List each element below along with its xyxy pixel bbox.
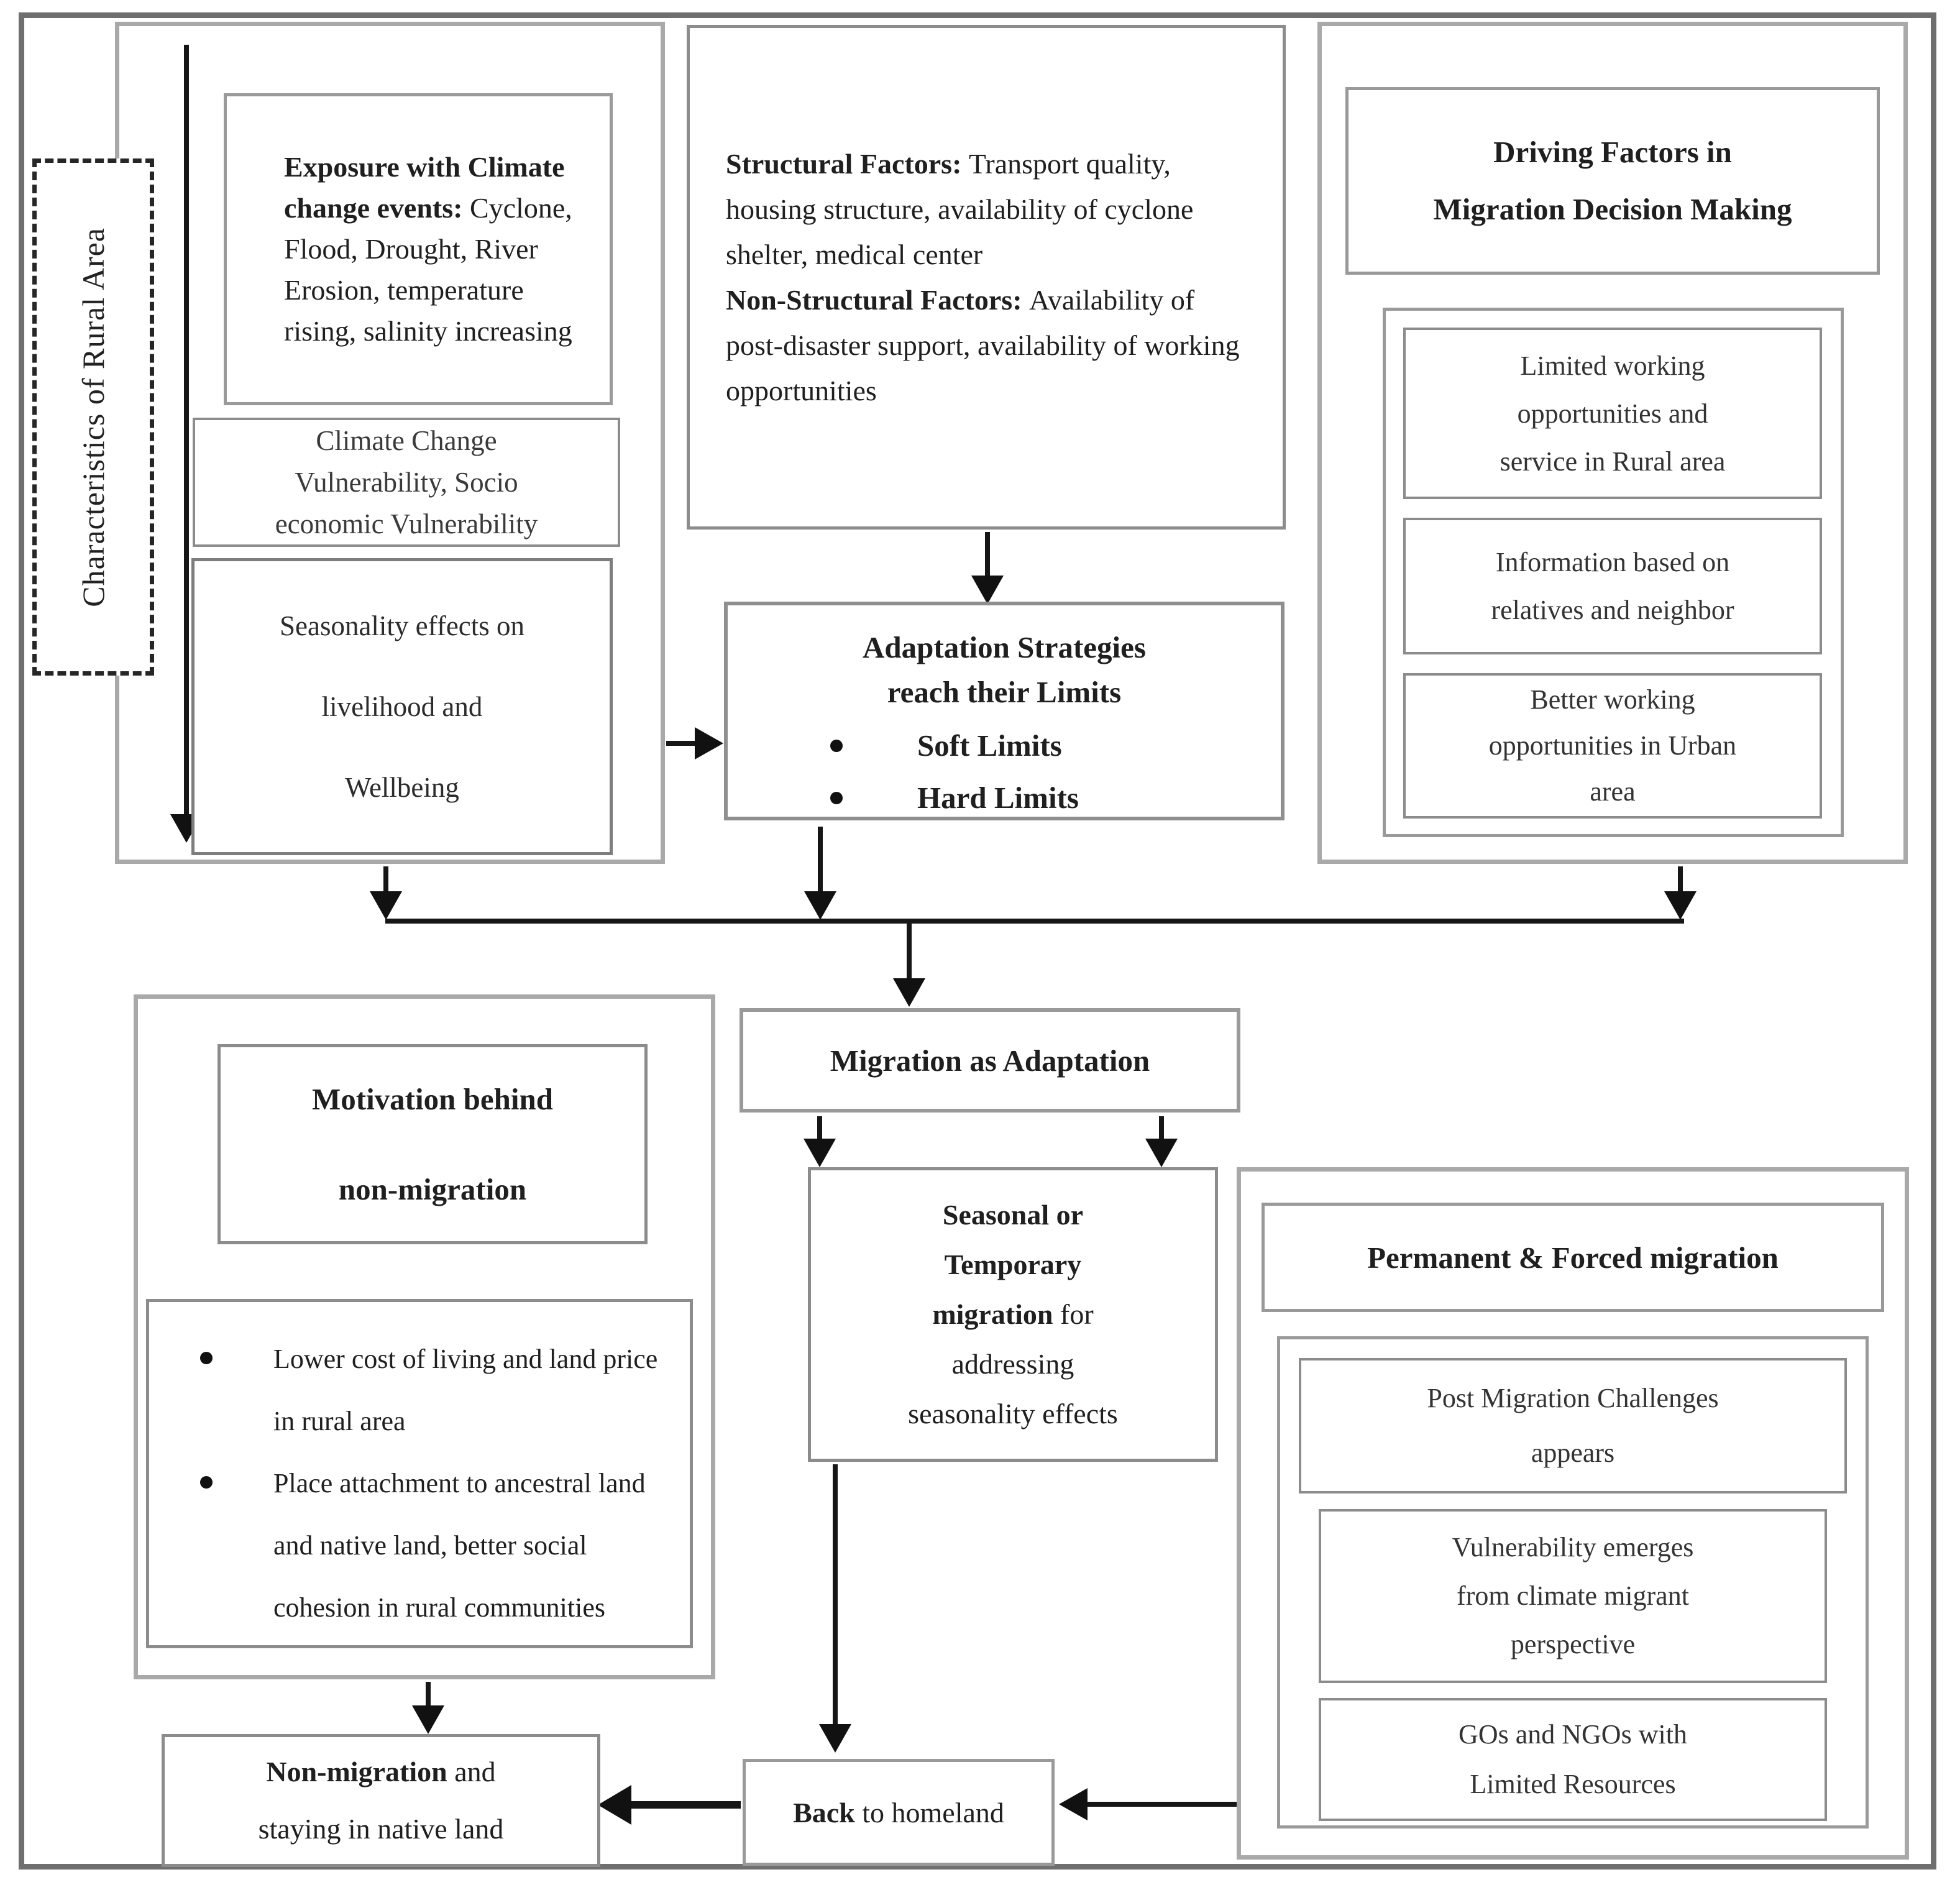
adaptation-limits-box: Adaptation Strategies reach their Limits… bbox=[724, 602, 1285, 820]
structural-factors-text: Transport quality, housing structure, av… bbox=[726, 148, 1194, 270]
motivation-title: Motivation behind non-migration bbox=[312, 1082, 553, 1206]
characteristics-rural-area-label-box: Characteristics of Rural Area bbox=[32, 158, 154, 676]
structural-factors-paragraph: Structural Factors: Transport quality, h… bbox=[726, 141, 1248, 277]
arrow-head-left-icon bbox=[598, 1785, 631, 1825]
rural-exit-line bbox=[383, 866, 388, 894]
arrow-head-down-icon bbox=[804, 1139, 836, 1167]
adaptation-limits-title: Adaptation Strategies reach their Limits bbox=[863, 630, 1146, 709]
bullet-icon bbox=[830, 792, 843, 804]
seasonality-box: Seasonality effects on livelihood and We… bbox=[191, 558, 613, 855]
non-structural-factors-paragraph: Non-Structural Factors: Availability of … bbox=[726, 277, 1248, 413]
seasonal-migration-text-rest: for addressing seasonality effects bbox=[908, 1298, 1118, 1429]
driving-factor-information-text: Information based on relatives and neigh… bbox=[1491, 547, 1734, 625]
rural-group-down-line bbox=[184, 45, 189, 817]
seasonal-to-back-line bbox=[833, 1464, 838, 1727]
vulnerability-text: Climate Change Vulnerability, Socio econ… bbox=[275, 424, 538, 539]
vulnerability-emerges-text: Vulnerability emerges from climate migra… bbox=[1452, 1532, 1694, 1659]
driving-factor-information-box: Information based on relatives and neigh… bbox=[1403, 518, 1822, 654]
factors-box: Structural Factors: Transport quality, h… bbox=[687, 25, 1286, 530]
back-to-homeland-text-bold: Back bbox=[793, 1796, 855, 1828]
structural-factors-label: Structural Factors: bbox=[726, 148, 969, 180]
motivation-bullet-1: Lower cost of living and land price in r… bbox=[200, 1328, 671, 1452]
arrow-head-down-icon bbox=[370, 891, 402, 920]
characteristics-rural-area-label: Characteristics of Rural Area bbox=[76, 227, 111, 607]
seasonal-migration-text: Seasonal or Temporary migration for addr… bbox=[908, 1190, 1118, 1439]
arrow-head-right-icon bbox=[695, 727, 723, 759]
junction-line bbox=[385, 919, 1684, 924]
arrow-head-down-icon bbox=[1145, 1139, 1178, 1167]
motivation-bullet-2-text: Place attachment to ancestral land and n… bbox=[273, 1468, 646, 1623]
adaptation-exit-line bbox=[818, 827, 823, 894]
adaptation-bullet-soft-label: Soft Limits bbox=[917, 728, 1062, 763]
back-to-homeland-text-rest: to homeland bbox=[854, 1796, 1004, 1828]
page-border bbox=[19, 12, 1936, 1870]
non-migration-text-bold: Non-migration bbox=[266, 1756, 447, 1787]
arrow-head-left-icon bbox=[1059, 1788, 1088, 1820]
driving-factor-limited-working-box: Limited working opportunities and servic… bbox=[1403, 328, 1822, 499]
gos-ngos-text: GOs and NGOs with Limited Resources bbox=[1459, 1719, 1687, 1799]
driving-factor-better-working-box: Better working opportunities in Urban ar… bbox=[1403, 673, 1822, 819]
driving-factor-better-working-text: Better working opportunities in Urban ar… bbox=[1488, 684, 1737, 807]
non-migration-box: Non-migration and staying in native land bbox=[162, 1734, 600, 1867]
seasonal-migration-text-bold: Seasonal or Temporary migration bbox=[932, 1199, 1084, 1330]
driving-factors-title-box: Driving Factors in Migration Decision Ma… bbox=[1345, 87, 1880, 275]
migration-to-permanent-line bbox=[1159, 1116, 1164, 1141]
arrow-head-down-icon bbox=[1664, 891, 1697, 920]
non-migration-text-rest: and staying in native land bbox=[258, 1756, 504, 1845]
motivation-title-box: Motivation behind non-migration bbox=[218, 1044, 648, 1244]
back-to-nonmigration-line bbox=[629, 1801, 741, 1809]
seasonal-migration-box: Seasonal or Temporary migration for addr… bbox=[808, 1167, 1218, 1462]
adaptation-bullet-soft: Soft Limits bbox=[830, 723, 1281, 768]
permanent-to-back-line bbox=[1086, 1802, 1237, 1807]
bullet-icon bbox=[200, 1352, 213, 1364]
migration-as-adaptation-label: Migration as Adaptation bbox=[830, 1043, 1150, 1078]
driving-exit-line bbox=[1678, 866, 1683, 894]
post-migration-challenges-box: Post Migration Challenges appears bbox=[1299, 1358, 1847, 1494]
migration-as-adaptation-box: Migration as Adaptation bbox=[740, 1008, 1240, 1113]
bullet-icon bbox=[200, 1476, 213, 1489]
exposure-text: Exposure with Climate change events: Cyc… bbox=[284, 147, 582, 352]
motivation-bullets-box: Lower cost of living and land price in r… bbox=[146, 1299, 693, 1648]
gos-ngos-box: GOs and NGOs with Limited Resources bbox=[1319, 1698, 1827, 1821]
bullet-icon bbox=[830, 740, 843, 752]
driving-factor-limited-working-text: Limited working opportunities and servic… bbox=[1500, 350, 1726, 477]
non-migration-text: Non-migration and staying in native land bbox=[259, 1743, 504, 1858]
exposure-text-rest: Cyclone, Flood, Drought, River Erosion, … bbox=[284, 192, 572, 347]
arrow-head-down-icon bbox=[412, 1705, 444, 1734]
vulnerability-emerges-box: Vulnerability emerges from climate migra… bbox=[1319, 1509, 1827, 1683]
seasonality-text: Seasonality effects on livelihood and We… bbox=[279, 610, 525, 803]
arrow-head-down-icon bbox=[804, 891, 836, 920]
rural-to-adaptation-line bbox=[666, 741, 698, 746]
driving-factors-title: Driving Factors in Migration Decision Ma… bbox=[1433, 135, 1792, 226]
adaptation-bullet-hard-label: Hard Limits bbox=[917, 781, 1079, 815]
arrow-head-down-icon bbox=[819, 1724, 851, 1753]
motivation-to-nonmigration-line bbox=[426, 1682, 431, 1708]
arrow-head-down-icon bbox=[893, 978, 925, 1007]
motivation-bullet-2: Place attachment to ancestral land and n… bbox=[200, 1452, 671, 1639]
exposure-text-bold: Exposure with Climate change events: bbox=[284, 151, 565, 224]
motivation-bullet-1-text: Lower cost of living and land price in r… bbox=[273, 1344, 658, 1436]
junction-to-migration-line bbox=[907, 924, 912, 981]
adaptation-bullet-hard: Hard Limits bbox=[830, 776, 1281, 820]
migration-to-seasonal-line bbox=[817, 1116, 822, 1141]
back-to-homeland-box: Back to homeland bbox=[743, 1759, 1055, 1866]
arrow-head-down-icon bbox=[971, 576, 1004, 604]
vulnerability-box: Climate Change Vulnerability, Socio econ… bbox=[193, 418, 620, 547]
exposure-box: Exposure with Climate change events: Cyc… bbox=[224, 93, 613, 405]
permanent-migration-title-box: Permanent & Forced migration bbox=[1262, 1203, 1884, 1312]
post-migration-challenges-text: Post Migration Challenges appears bbox=[1427, 1383, 1719, 1468]
back-to-homeland-text: Back to homeland bbox=[793, 1796, 1004, 1829]
factors-to-adaptation-line bbox=[985, 532, 990, 579]
non-structural-factors-text: Availability of post-disaster support, a… bbox=[726, 284, 1240, 406]
non-structural-factors-label: Non-Structural Factors: bbox=[726, 284, 1030, 316]
permanent-migration-title: Permanent & Forced migration bbox=[1367, 1240, 1779, 1275]
